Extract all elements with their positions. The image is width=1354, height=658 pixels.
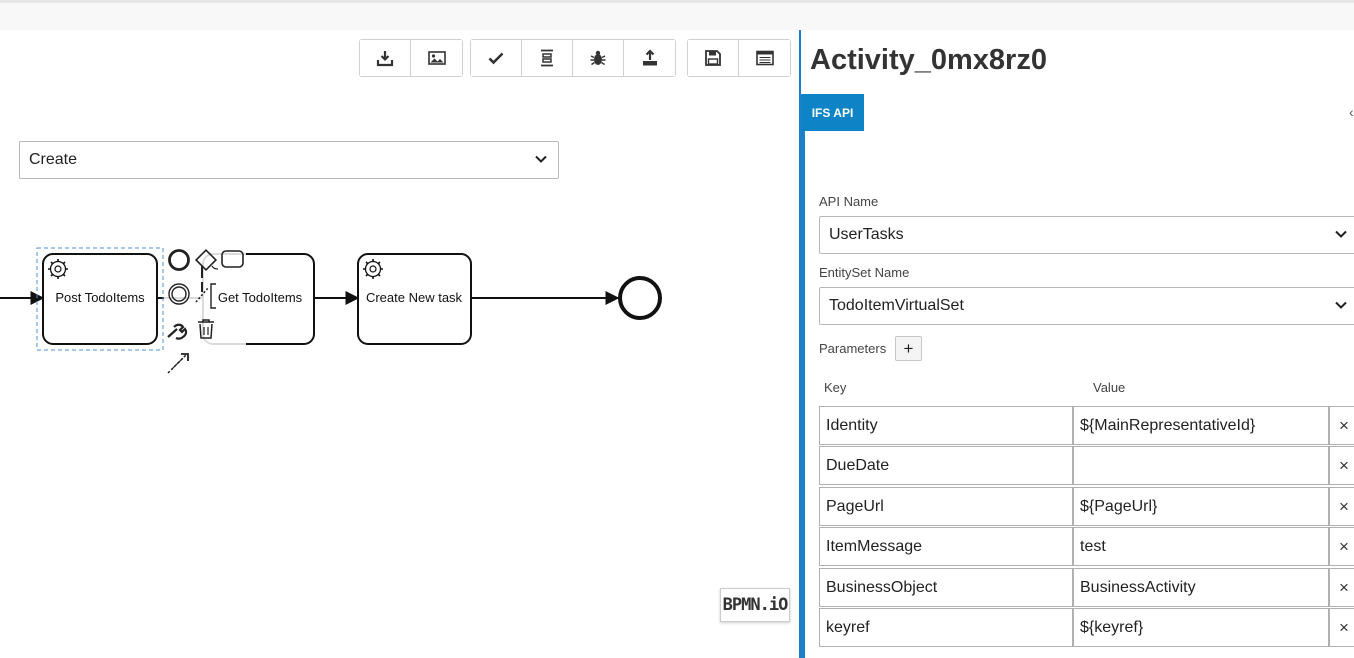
operation-select[interactable]: Create [19, 141, 559, 179]
api-name-label: API Name [819, 194, 879, 209]
toolbar-group-file [687, 39, 791, 77]
parameter-row: ItemMessage test × [819, 527, 1354, 566]
deploy-button[interactable] [624, 40, 675, 76]
save-button[interactable] [688, 40, 739, 76]
chevron-down-icon [535, 155, 547, 163]
parameter-value-input[interactable]: ${keyref} [1073, 608, 1329, 647]
panel-title: Activity_0mx8rz0 [810, 44, 1047, 76]
operation-value: Create [29, 151, 78, 168]
download-button[interactable] [360, 40, 411, 76]
parameter-row: DueDate × [819, 446, 1354, 485]
selection-outline [36, 247, 164, 351]
distribute-icon [541, 49, 553, 67]
align-button[interactable] [522, 40, 573, 76]
delete-parameter-button[interactable]: × [1329, 406, 1354, 445]
entityset-name-label: EntitySet Name [819, 265, 910, 280]
append-intermediate-event-icon[interactable] [168, 283, 190, 305]
delete-parameter-button[interactable]: × [1329, 527, 1354, 566]
delete-parameter-button[interactable]: × [1329, 568, 1354, 607]
delete-parameter-button[interactable]: × [1329, 487, 1354, 526]
service-task-gear-icon [363, 259, 383, 279]
toolbar-group-export [359, 39, 463, 77]
key-header: Key [824, 380, 847, 395]
bpmn-io-logo[interactable]: BPMN.iO [720, 588, 790, 622]
export-image-button[interactable] [411, 40, 462, 76]
parameter-key-input[interactable]: keyref [819, 608, 1073, 647]
chevron-down-icon [1335, 301, 1347, 309]
task-create-new-task[interactable] [357, 253, 472, 345]
parameter-key-input[interactable]: DueDate [819, 446, 1073, 485]
parameter-row: Identity ${MainRepresentativeId} × [819, 406, 1354, 445]
parameter-key-input[interactable]: PageUrl [819, 487, 1073, 526]
append-end-event-icon[interactable] [168, 249, 190, 271]
delete-parameter-button[interactable]: × [1329, 446, 1354, 485]
tab-indicator [801, 131, 805, 658]
parameter-value-input[interactable]: test [1073, 527, 1329, 566]
value-header: Value [1093, 380, 1126, 395]
check-icon [488, 52, 504, 65]
api-name-select[interactable]: UserTasks [819, 216, 1354, 254]
parameter-value-input[interactable]: BusinessActivity [1073, 568, 1329, 607]
wrench-icon[interactable] [167, 323, 188, 340]
window-icon [755, 50, 774, 66]
parameter-value-input[interactable]: ${MainRepresentativeId} [1073, 406, 1329, 445]
debug-button[interactable] [573, 40, 624, 76]
delete-parameter-button[interactable]: × [1329, 608, 1354, 647]
top-bar [0, 0, 1354, 30]
parameter-row: BusinessObject BusinessActivity × [819, 568, 1354, 607]
parameter-key-input[interactable]: ItemMessage [819, 527, 1073, 566]
end-event[interactable] [618, 276, 662, 320]
context-pad [167, 248, 244, 374]
image-icon [427, 51, 446, 65]
bug-icon [590, 50, 606, 66]
save-icon [705, 50, 721, 66]
add-parameter-button[interactable]: + [895, 336, 922, 361]
entityset-name-select[interactable]: TodoItemVirtualSet [819, 287, 1354, 325]
api-name-value: UserTasks [829, 226, 904, 243]
connect-icon[interactable] [167, 353, 189, 374]
chevron-left-icon[interactable]: ‹ [1349, 104, 1354, 120]
properties-toggle-button[interactable] [739, 40, 790, 76]
task-label: Create New task [365, 290, 463, 305]
append-task-icon[interactable] [221, 250, 244, 268]
tab-ifs-api[interactable]: IFS API [801, 94, 864, 131]
entityset-value: TodoItemVirtualSet [829, 297, 964, 314]
task-post-todoitems[interactable] [42, 253, 158, 345]
validate-button[interactable] [471, 40, 522, 76]
text-annotation-icon[interactable] [195, 283, 216, 309]
toolbar-group-tools [470, 39, 676, 77]
parameter-value-input[interactable] [1073, 446, 1329, 485]
download-icon [376, 51, 394, 67]
upload-icon [642, 49, 657, 66]
chevron-down-icon [1335, 230, 1347, 238]
parameter-value-input[interactable]: ${PageUrl} [1073, 487, 1329, 526]
parameter-key-input[interactable]: Identity [819, 406, 1073, 445]
trash-icon[interactable] [198, 319, 214, 339]
bpmn-canvas[interactable]: Post TodoItems Get TodoItems Create New … [0, 30, 799, 658]
parameter-row: keyref ${keyref} × [819, 608, 1354, 647]
service-task-gear-icon [48, 259, 68, 279]
parameters-label: Parameters [819, 341, 887, 356]
bpmn-diagram [0, 246, 662, 376]
parameter-row: PageUrl ${PageUrl} × [819, 487, 1354, 526]
task-label: Get TodoItems [217, 290, 303, 305]
task-label: Post TodoItems [55, 290, 145, 305]
append-gateway-icon[interactable] [194, 248, 218, 272]
parameter-key-input[interactable]: BusinessObject [819, 568, 1073, 607]
